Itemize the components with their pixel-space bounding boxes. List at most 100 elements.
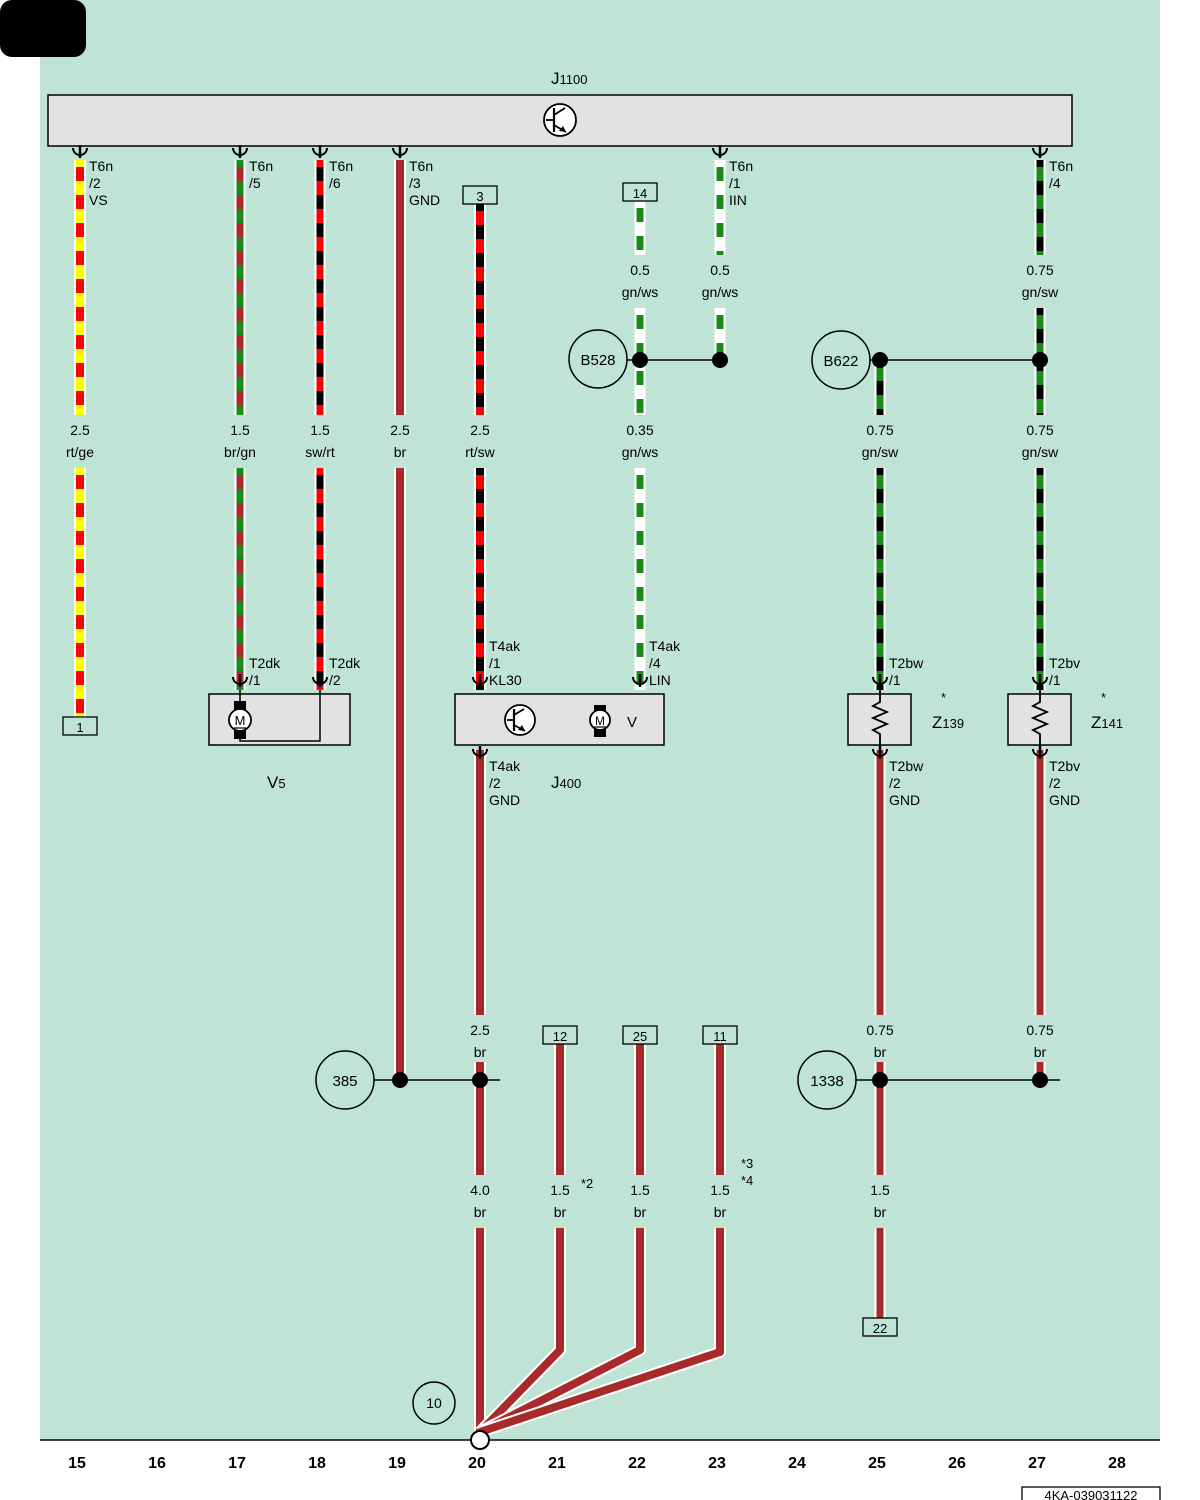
svg-text:M: M xyxy=(235,713,246,728)
track-number-19: 19 xyxy=(388,1455,406,1472)
track-number-24: 24 xyxy=(788,1455,806,1472)
track-number-16: 16 xyxy=(148,1455,166,1472)
j400-wiper-module: M V J400 xyxy=(454,693,665,792)
pin-t2bw-1 xyxy=(872,674,888,687)
pin-t4ak-1 xyxy=(472,674,488,687)
ground-point-10 xyxy=(470,1430,490,1450)
pin-t2dk-1 xyxy=(232,674,248,687)
pin-t6n-1 xyxy=(712,145,728,158)
circle-10: 10 xyxy=(412,1381,456,1425)
track-number-27: 27 xyxy=(1028,1455,1046,1472)
conn-box-12: 12 xyxy=(542,1025,578,1045)
pin-t2bv-2 xyxy=(1032,746,1048,759)
j400-transistor-icon xyxy=(504,704,536,736)
corner-tab xyxy=(0,0,86,57)
pin-label-t2dk-1: T2dk/1 xyxy=(249,655,281,688)
j1100-transistor-icon xyxy=(543,103,577,137)
doc-number: 4KA-039031122 xyxy=(1021,1486,1161,1500)
j400-label: J400 xyxy=(551,773,581,792)
conn-box-22: 22 xyxy=(862,1317,898,1337)
svg-text:22: 22 xyxy=(873,1321,887,1336)
pin-label-t2dk-2: T2dk/2 xyxy=(329,655,361,688)
bus-lines xyxy=(40,359,1160,1441)
j1100-label: J1100 xyxy=(551,69,587,88)
pin-label-t6n-5: T6n/5 xyxy=(249,158,273,191)
z139-label: Z139 xyxy=(932,713,964,732)
svg-text:12: 12 xyxy=(553,1029,567,1044)
pin-symbols xyxy=(72,145,1048,759)
pin-t6n-3 xyxy=(392,145,408,158)
track-number-25: 25 xyxy=(868,1455,886,1472)
footnote-3: *3 xyxy=(741,1156,753,1171)
pin-t4ak-4 xyxy=(632,674,648,687)
splice-1338-left xyxy=(872,1072,888,1088)
v5-motor-icon: M xyxy=(228,701,252,739)
pin-t2bw-2 xyxy=(872,746,888,759)
z141-heating-element-icon xyxy=(1030,690,1050,748)
pin-t6n-4 xyxy=(1032,145,1048,158)
j400-motor-icon: M xyxy=(589,705,611,737)
wire-21-lower xyxy=(477,1228,564,1435)
z139-heating-element-icon xyxy=(870,690,890,748)
connection-boxes: 1 3 14 12 25 11 22 xyxy=(62,182,898,1337)
pin-label-t2bv-1: T2bv/1 xyxy=(1049,655,1080,688)
splice-b622-left xyxy=(872,352,888,368)
circle-b622: B622 xyxy=(811,330,871,390)
svg-text:10: 10 xyxy=(426,1395,442,1411)
j1100-control-unit: J1100 xyxy=(47,69,1073,147)
z139-star: * xyxy=(941,690,946,705)
pin-label-t6n-6: T6n/6 xyxy=(329,158,353,191)
splice-b528-left xyxy=(632,352,648,368)
track-number-15: 15 xyxy=(68,1455,86,1472)
splice-b528-right xyxy=(712,352,728,368)
track-number-26: 26 xyxy=(948,1455,966,1472)
svg-text:11: 11 xyxy=(713,1029,727,1044)
track-number-22: 22 xyxy=(628,1455,646,1472)
track-number-20: 20 xyxy=(468,1455,486,1472)
footnote-4: *4 xyxy=(741,1173,753,1188)
wires-layer xyxy=(74,160,1046,1438)
splice-1338-right xyxy=(1032,1072,1048,1088)
conn-box-1: 1 xyxy=(62,716,98,736)
track-number-18: 18 xyxy=(308,1455,326,1472)
svg-text:B528: B528 xyxy=(580,352,615,369)
splice-points xyxy=(392,352,1048,1088)
svg-text:3: 3 xyxy=(476,189,483,204)
pin-t6n-5 xyxy=(232,145,248,158)
wire-23g-lower xyxy=(478,1228,724,1436)
svg-text:385: 385 xyxy=(332,1073,357,1090)
conn-box-3: 3 xyxy=(462,185,498,205)
pin-t6n-6 xyxy=(312,145,328,158)
conn-box-25: 25 xyxy=(622,1025,658,1045)
conn-box-14: 14 xyxy=(622,182,658,202)
track-number-17: 17 xyxy=(228,1455,246,1472)
svg-text:1: 1 xyxy=(76,720,83,735)
z139-heater: Z139 * xyxy=(847,690,964,748)
svg-text:14: 14 xyxy=(633,186,647,201)
pin-t2dk-2 xyxy=(312,674,328,687)
footnotes: *2 *3 *4 xyxy=(581,1156,753,1191)
splice-385-left xyxy=(392,1072,408,1088)
